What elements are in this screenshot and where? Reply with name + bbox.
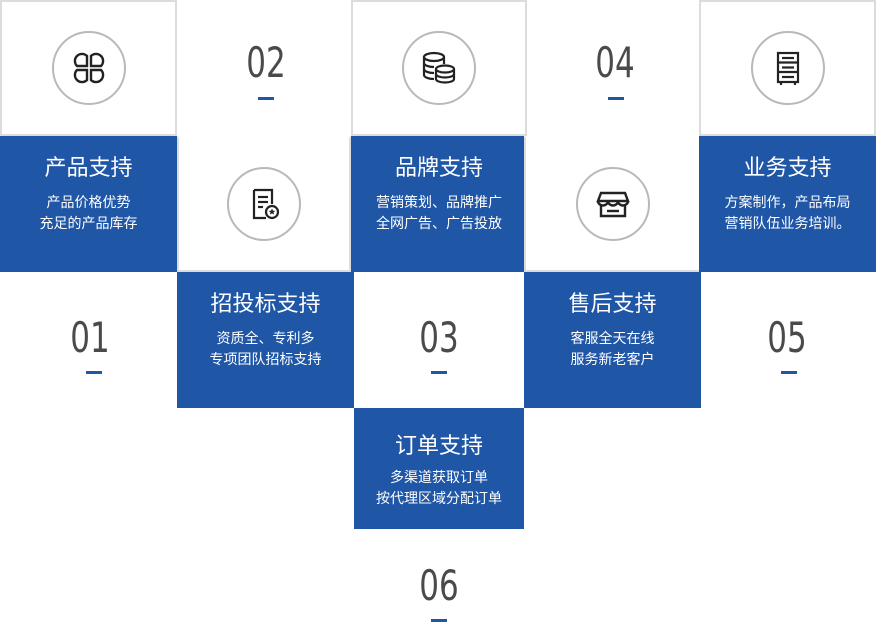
step-3-dash [431, 371, 447, 374]
step-3-card: 品牌支持 营销策划、品牌推广 全网广告、广告投放 [351, 136, 527, 272]
document-badge-icon [227, 167, 301, 241]
step-6-card: 订单支持 多渠道获取订单 按代理区域分配订单 [354, 408, 524, 529]
step-4-title: 售后支持 [568, 292, 657, 317]
step-5-icon-tile [699, 0, 876, 136]
step-5-desc-line2: 营销队伍业务培训。 [724, 216, 851, 232]
step-1-icon-tile [0, 0, 177, 136]
step-1-dash [86, 371, 102, 374]
database-icon [402, 31, 476, 105]
step-5-number: 05 [767, 313, 807, 362]
step-3-desc-line2: 全网广告、广告投放 [376, 216, 502, 232]
step-4-number: 04 [595, 38, 635, 87]
step-2-number: 02 [246, 38, 286, 87]
step-5-desc-line1: 方案制作，产品布局 [724, 195, 851, 211]
step-2-dash [258, 97, 274, 100]
step-5-title: 业务支持 [743, 156, 832, 181]
step-2-card: 招投标支持 资质全、专利多 专项团队招标支持 [177, 272, 354, 408]
step-3-title: 品牌支持 [394, 156, 483, 181]
step-4-desc-line1: 客服全天在线 [570, 331, 655, 347]
step-6-number: 06 [419, 561, 459, 610]
step-1-desc-line2: 充足的产品库存 [39, 216, 138, 232]
server-icon [750, 31, 825, 105]
step-1-desc-line1: 产品价格优势 [46, 195, 131, 211]
step-1-card: 产品支持 产品价格优势 充足的产品库存 [0, 136, 177, 272]
step-1-number: 01 [70, 313, 110, 362]
step-4-desc-line2: 服务新老客户 [570, 352, 655, 368]
step-1-title: 产品支持 [44, 156, 133, 181]
step-4-icon-tile [524, 136, 701, 272]
step-2-desc-line1: 资质全、专利多 [216, 331, 315, 347]
store-icon [575, 167, 650, 241]
step-5-dash [781, 371, 797, 374]
step-2-desc-line2: 专项团队招标支持 [209, 352, 322, 368]
step-3-icon-tile [351, 0, 527, 136]
step-4-dash [608, 97, 624, 100]
step-6-dash [431, 619, 447, 622]
step-2-icon-tile [177, 136, 351, 272]
clover-icon [51, 31, 126, 105]
step-3-number: 03 [419, 313, 459, 362]
step-6-desc-line2: 按代理区域分配订单 [376, 491, 502, 507]
step-2-title: 招投标支持 [210, 292, 321, 317]
step-6-desc-line1: 多渠道获取订单 [390, 470, 488, 486]
step-6-title: 订单支持 [394, 434, 483, 459]
step-3-desc-line1: 营销策划、品牌推广 [376, 195, 502, 211]
step-5-card: 业务支持 方案制作，产品布局 营销队伍业务培训。 [699, 136, 876, 272]
step-4-card: 售后支持 客服全天在线 服务新老客户 [524, 272, 701, 408]
